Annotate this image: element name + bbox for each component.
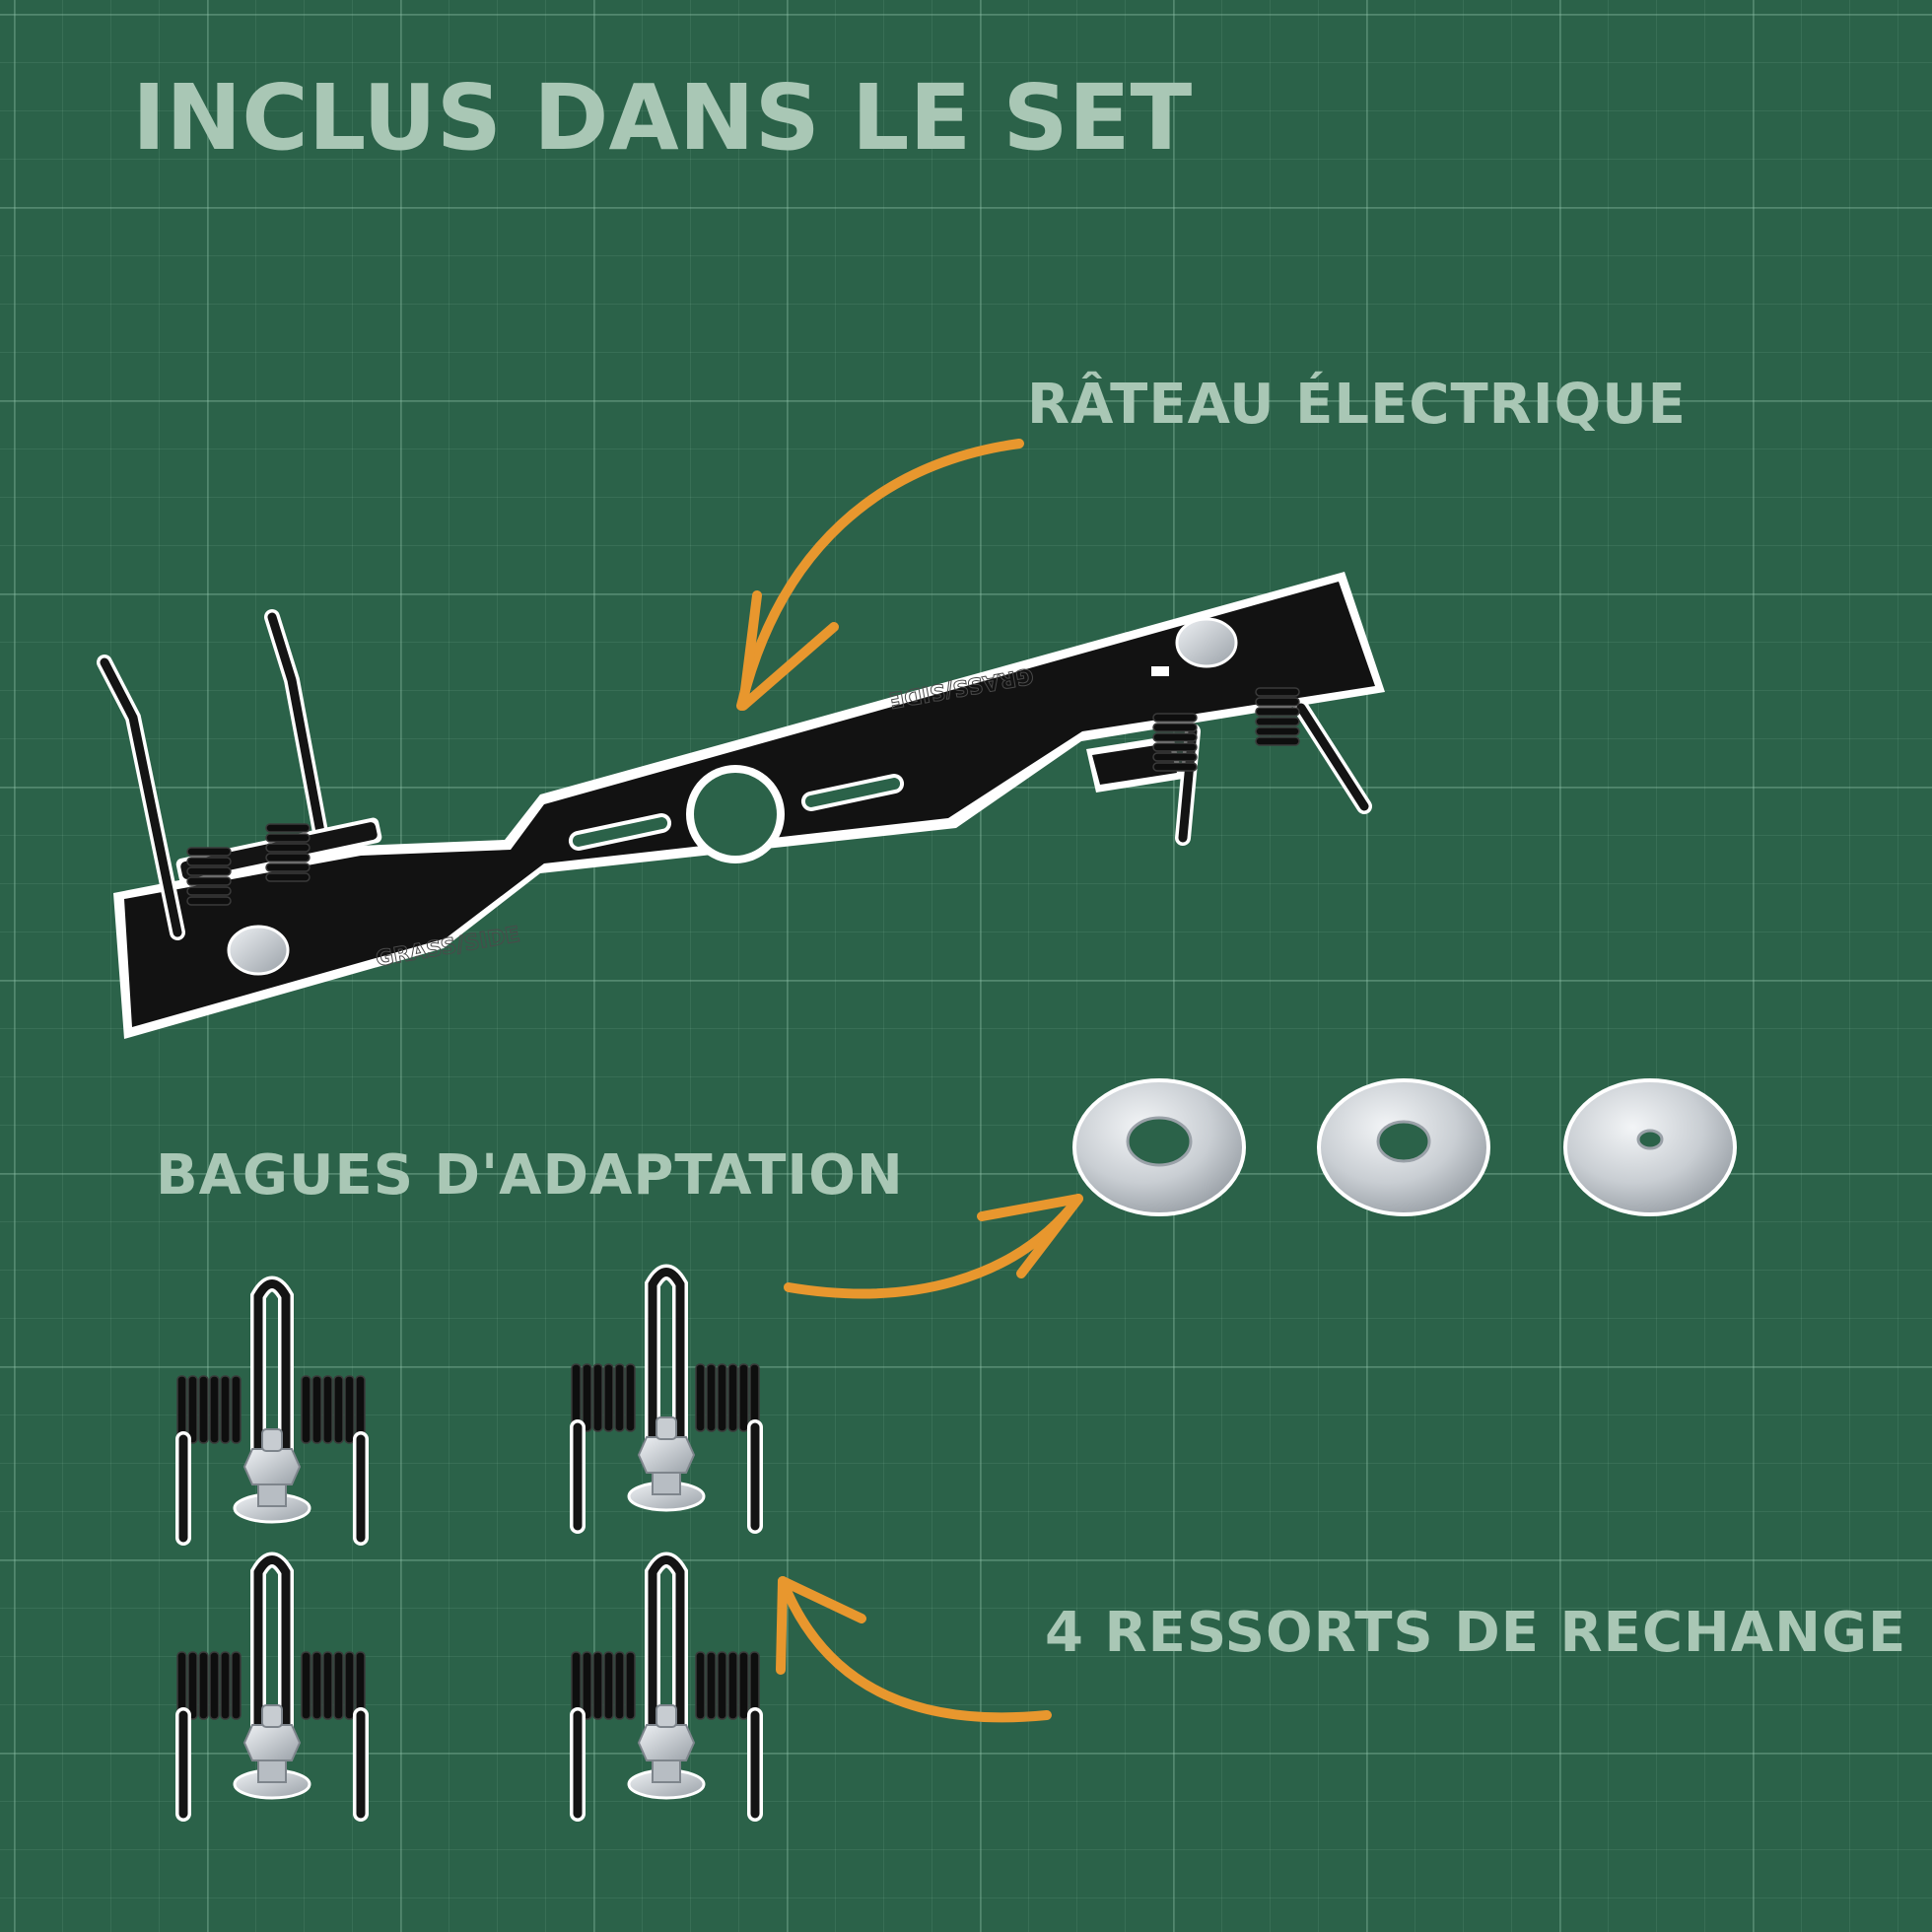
adapter-ring-large bbox=[1072, 1078, 1246, 1216]
label-rake: RÂTEAU ÉLECTRIQUE bbox=[1027, 373, 1687, 437]
spring-unit-4 bbox=[572, 1546, 759, 1825]
spring-unit-2 bbox=[572, 1258, 759, 1537]
blade-left-springs bbox=[97, 609, 382, 976]
rake-blade-image: GRASS/SIDE GRASS/SIDE bbox=[113, 572, 1385, 1039]
page-title: INCLUS DANS LE SET bbox=[132, 65, 1193, 171]
spring-unit-1 bbox=[177, 1270, 365, 1549]
spring-unit-3 bbox=[177, 1546, 365, 1825]
curved-arrow-icon bbox=[736, 439, 1024, 711]
adapter-ring-medium bbox=[1317, 1078, 1490, 1216]
adapter-ring-small bbox=[1563, 1078, 1737, 1216]
blade-right-springs bbox=[1151, 617, 1372, 846]
label-replacement-springs: 4 RESSORTS DE RECHANGE bbox=[1045, 1601, 1907, 1665]
curved-arrow-icon bbox=[776, 1576, 1052, 1723]
label-adapter-rings: BAGUES D'ADAPTATION bbox=[156, 1143, 904, 1208]
curved-arrow-icon bbox=[784, 1194, 1083, 1299]
